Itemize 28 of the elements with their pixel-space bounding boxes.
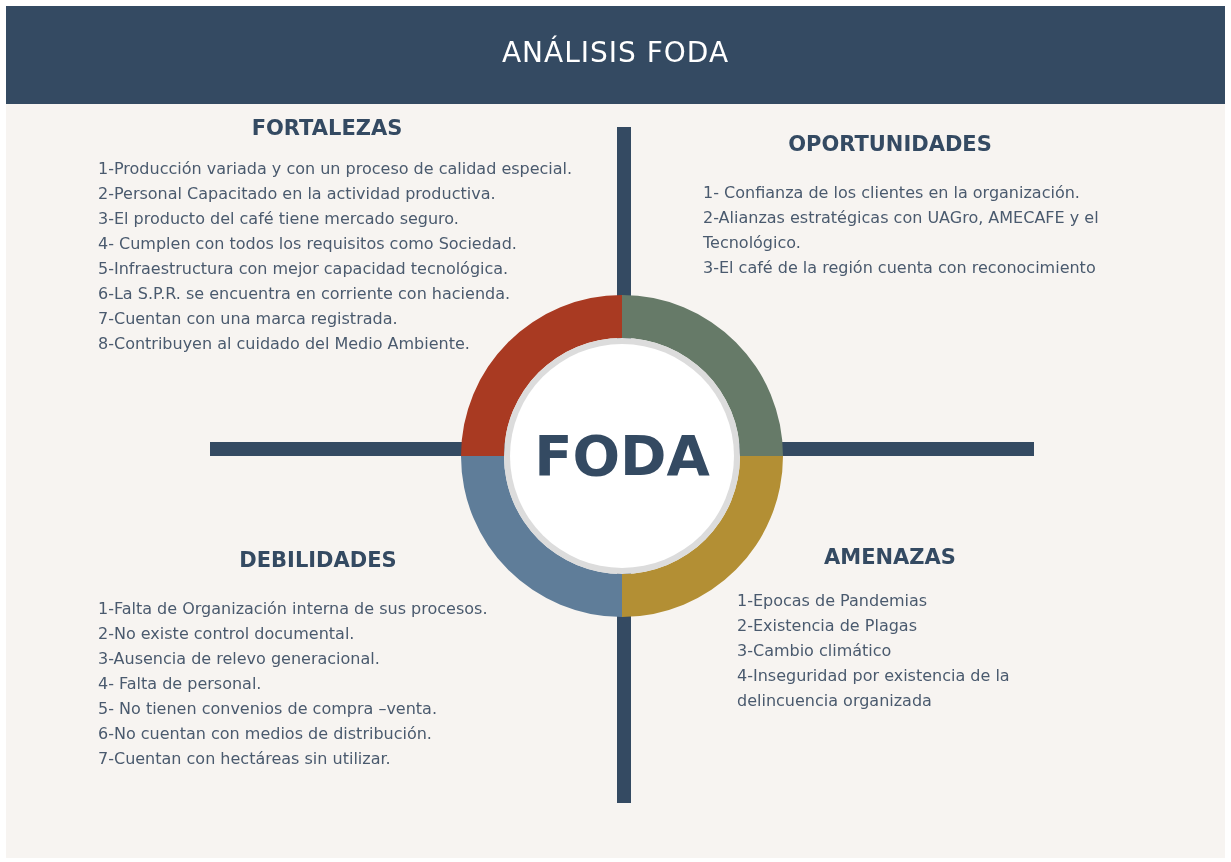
center-label: FODA [533, 422, 711, 490]
list-item: 3-Cambio climático [737, 640, 893, 662]
list-item: 7-Cuentan con una marca registrada. [98, 308, 399, 330]
list-item: 1-Producción variada y con un proceso de calidad especial. [98, 158, 574, 180]
list-item: 5-Infraestructura con mejor capacidad tecnológica. [98, 258, 510, 280]
list-item: 3-El producto del café tiene mercado seguro. [98, 208, 460, 230]
list-item: 8-Contribuyen al cuidado del Medio Ambiente. [98, 333, 471, 355]
list-item: 4- Cumplen con todos los requisitos como Sociedad. [98, 233, 518, 255]
list-item: 5- No tienen convenios de compra –venta. [98, 698, 438, 720]
list-item: 4-Inseguridad por existencia de la delincuencia organizada [737, 665, 1011, 712]
section-heading: AMENAZAS [823, 545, 957, 569]
list-item: 2-Alianzas estratégicas con UAGro, AMECAFE y el Tecnológico. [703, 207, 1100, 254]
list-item: 2-Existencia de Plagas [737, 615, 918, 637]
list-item: 1-Falta de Organización interna de sus procesos. [98, 598, 489, 620]
section-heading: DEBILIDADES [238, 548, 398, 572]
list-item: 3-Ausencia de relevo generacional. [98, 648, 381, 670]
section-heading: OPORTUNIDADES [787, 132, 993, 156]
list-item: 1-Epocas de Pandemias [737, 590, 929, 612]
list-item: 2-Personal Capacitado en la actividad productiva. [98, 183, 497, 205]
list-item: 3-El café de la región cuenta con reconocimiento [703, 257, 1097, 279]
list-item: 6-La S.P.R. se encuentra en corriente con hacienda. [98, 283, 512, 305]
list-item: 4- Falta de personal. [98, 673, 263, 695]
section-heading: FORTALEZAS [250, 116, 404, 140]
list-item: 6-No cuentan con medios de distribución. [98, 723, 433, 745]
list-item: 7-Cuentan con hectáreas sin utilizar. [98, 748, 392, 770]
list-item: 1- Confianza de los clientes en la organización. [703, 182, 1081, 204]
title: ANÁLISIS FODA [500, 36, 731, 69]
list-item: 2-No existe control documental. [98, 623, 356, 645]
